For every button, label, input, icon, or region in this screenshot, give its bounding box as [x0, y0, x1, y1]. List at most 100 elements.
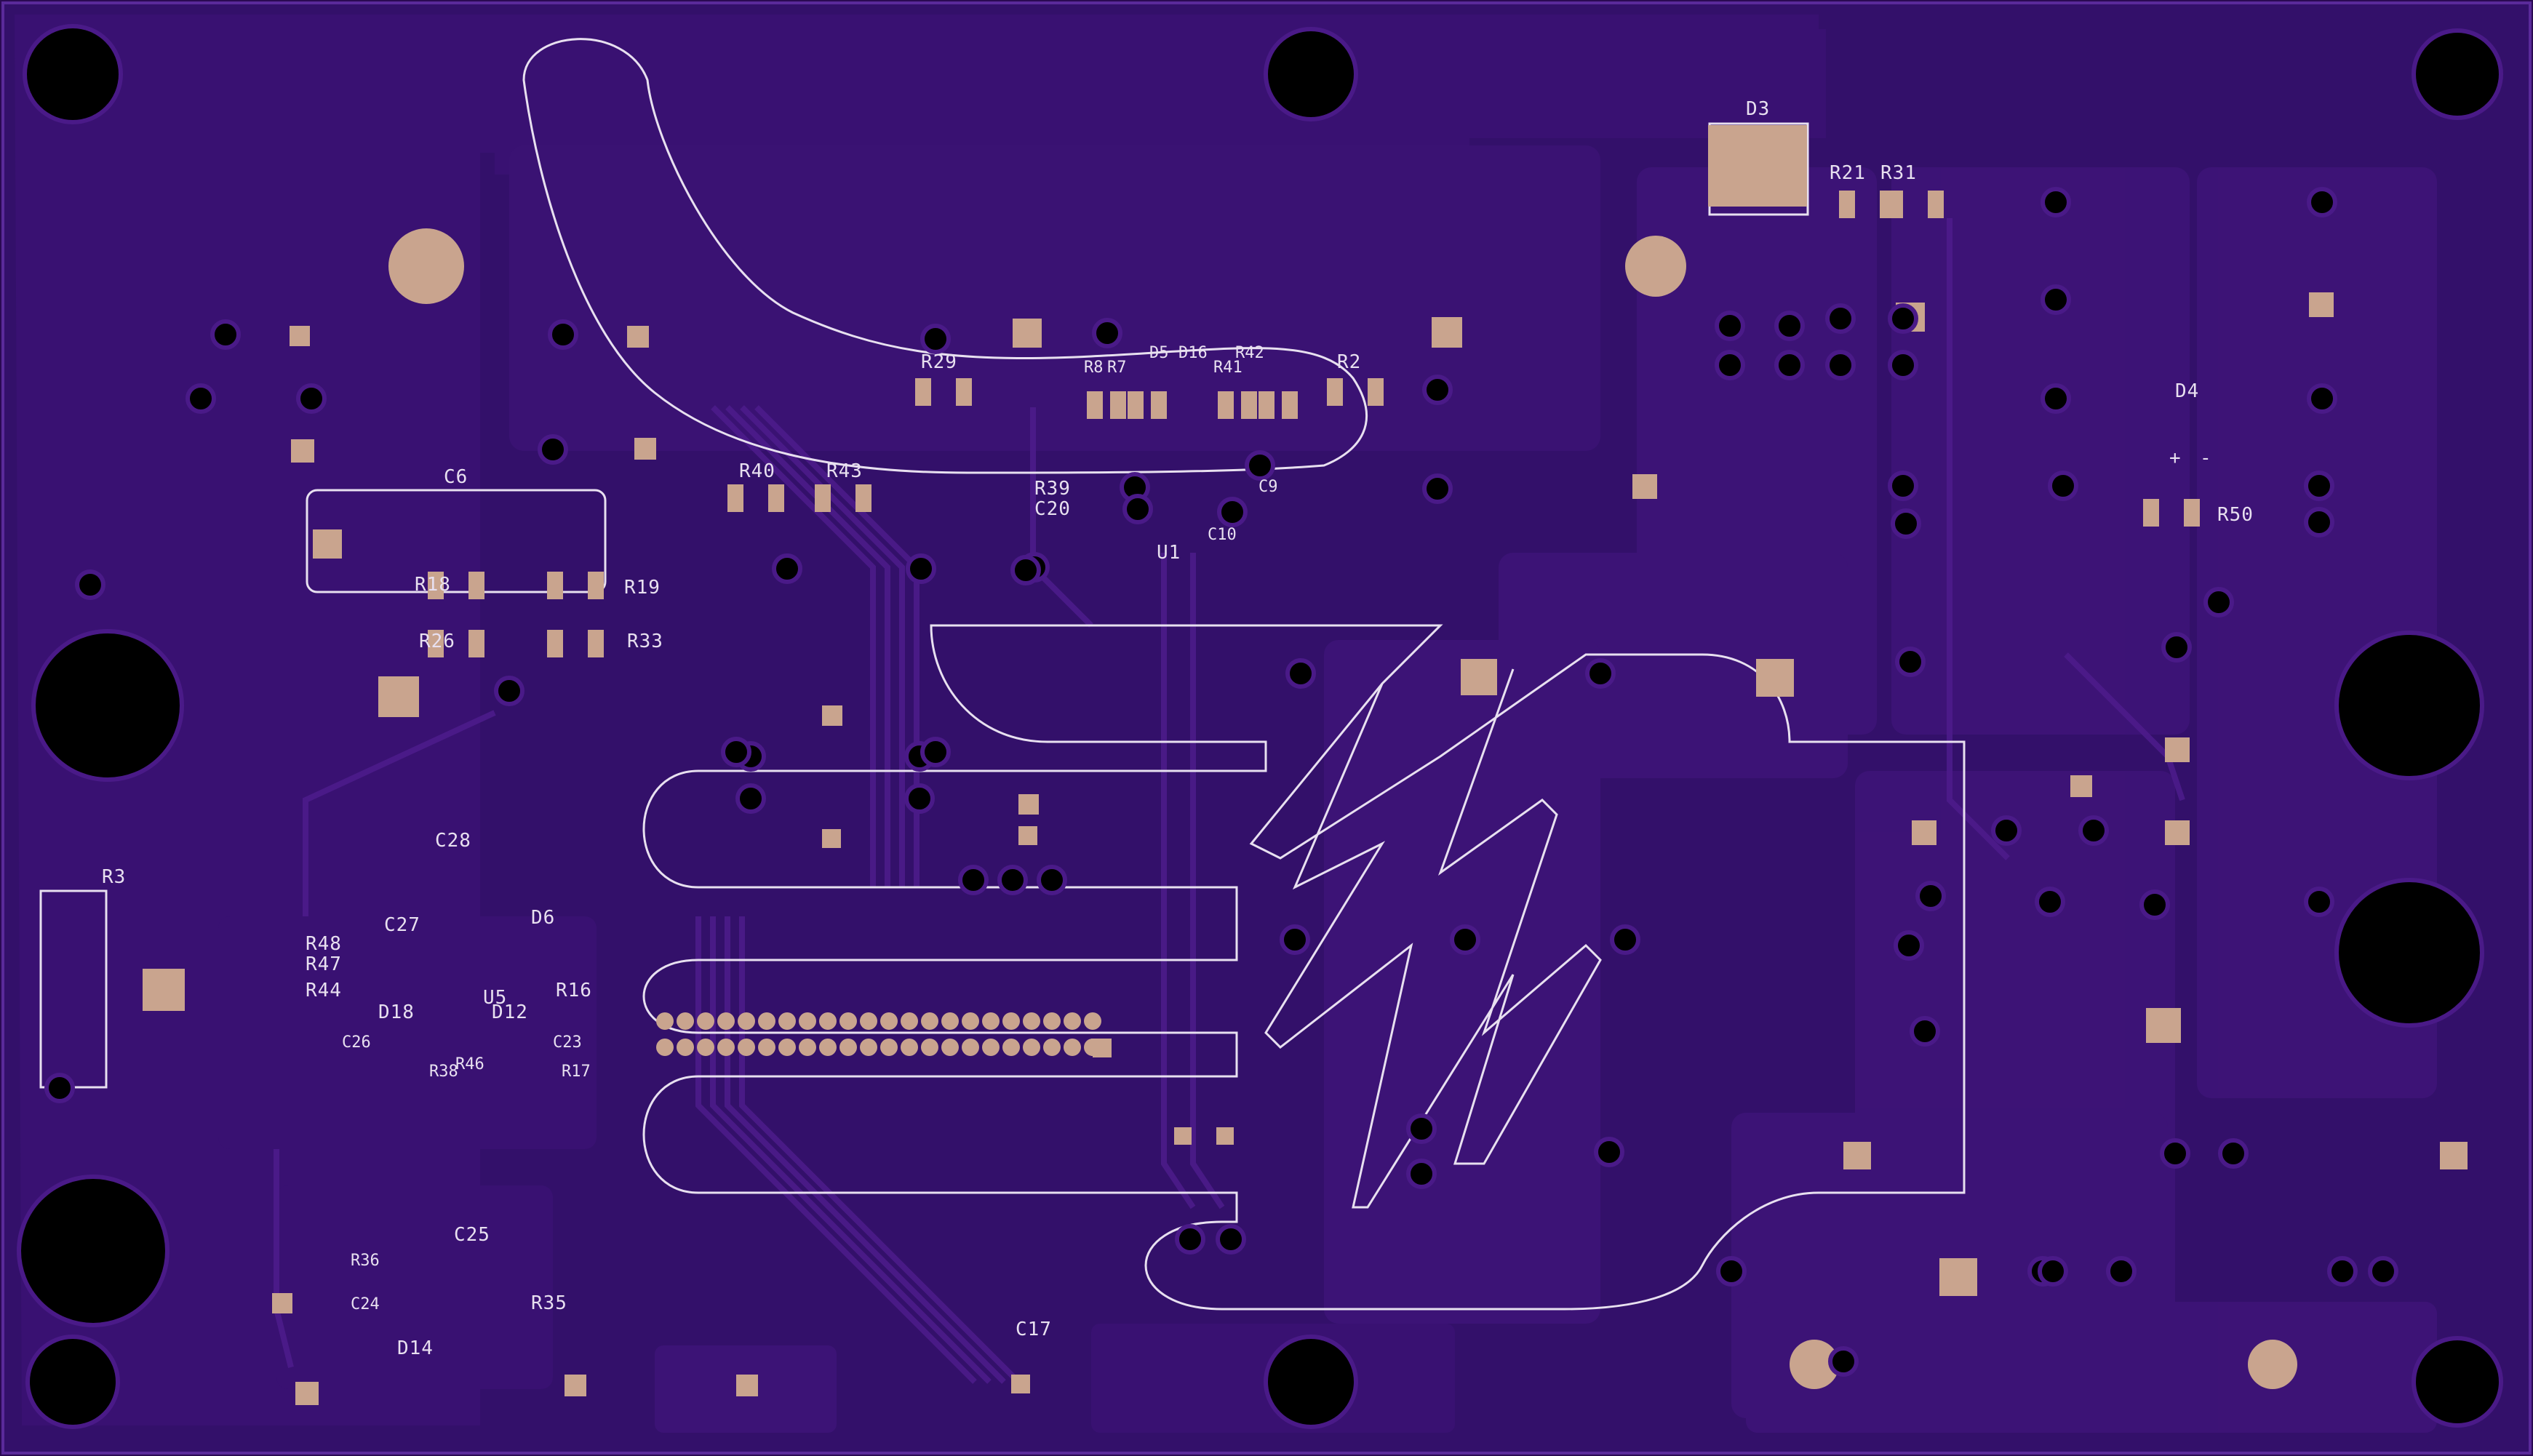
via — [997, 865, 1028, 895]
label-d4: D4 — [2175, 380, 2199, 402]
square-pad — [2146, 1008, 2181, 1043]
square-pad — [634, 438, 656, 460]
header-pin — [839, 1012, 857, 1030]
header-pin — [941, 1039, 959, 1056]
label-r3: R3 — [102, 866, 126, 888]
via — [958, 865, 989, 895]
label-u1: U1 — [1157, 542, 1181, 564]
label-r35: R35 — [531, 1292, 567, 1314]
label-r38: R38 — [429, 1063, 458, 1081]
label-c28: C28 — [435, 830, 471, 852]
silkscreen-art — [522, 38, 1966, 1311]
mounting-hole — [17, 1175, 169, 1327]
smd-pad — [1282, 391, 1298, 419]
via — [2161, 632, 2192, 663]
label-c26: C26 — [342, 1033, 371, 1052]
via — [1406, 1159, 1437, 1189]
via — [1610, 924, 1640, 955]
header-pin — [717, 1012, 735, 1030]
via — [920, 324, 951, 354]
via — [1915, 881, 1946, 911]
smd-pad — [1218, 391, 1234, 419]
via — [1450, 924, 1480, 955]
square-pad — [295, 1382, 319, 1405]
via — [210, 319, 241, 350]
label-r18: R18 — [415, 574, 451, 596]
label-r21: R21 — [1830, 162, 1866, 184]
header-pin — [941, 1012, 959, 1030]
square-pad — [1461, 659, 1497, 695]
via — [1406, 1113, 1437, 1144]
via — [1895, 647, 1926, 677]
via — [2139, 889, 2170, 920]
via — [1888, 350, 1918, 380]
label-r19: R19 — [624, 577, 661, 599]
square-pad — [1912, 820, 1936, 845]
square-pad — [378, 676, 419, 717]
mounting-hole — [2334, 878, 2484, 1028]
square-pad — [2165, 820, 2190, 845]
label-r26: R26 — [419, 631, 455, 652]
header-pin — [901, 1012, 918, 1030]
via — [44, 1073, 75, 1103]
header-pin — [880, 1012, 898, 1030]
via — [1715, 350, 1745, 380]
header-pin — [758, 1012, 775, 1030]
square-pad — [1013, 319, 1042, 348]
via — [2160, 1138, 2190, 1169]
round-pad — [388, 228, 464, 304]
copper-traces — [274, 218, 2185, 1384]
via — [538, 434, 568, 465]
header-pin — [1064, 1039, 1081, 1056]
label-c25: C25 — [454, 1224, 490, 1246]
via — [2078, 815, 2109, 846]
mounting-hole — [2412, 28, 2503, 120]
via — [1774, 311, 1805, 341]
via — [1245, 450, 1275, 481]
square-pad — [1843, 1142, 1871, 1169]
label-r50: R50 — [2217, 504, 2254, 526]
label-r47: R47 — [306, 953, 342, 975]
via — [1285, 658, 1316, 689]
via — [772, 553, 802, 584]
mounting-hole — [2334, 631, 2484, 780]
via — [2304, 507, 2334, 537]
header-pin — [778, 1012, 796, 1030]
component-pads — [143, 125, 2468, 1405]
via — [1594, 1137, 1624, 1167]
smd-pad — [428, 630, 444, 657]
square-pad — [1432, 317, 1462, 348]
label-r39: R39 — [1034, 478, 1071, 500]
square-pad — [2309, 292, 2334, 317]
label-r41: R41 — [1213, 359, 1242, 377]
via — [75, 569, 105, 600]
square-pad — [822, 829, 841, 848]
smd-pad — [855, 484, 871, 512]
label-d3: D3 — [1746, 98, 1770, 120]
label-r33: R33 — [627, 631, 663, 652]
copper-pours — [15, 15, 2437, 1433]
square-pad — [1216, 1127, 1234, 1145]
label-c23: C23 — [553, 1033, 582, 1052]
label-c6: C6 — [444, 466, 468, 488]
smd-pad — [1128, 391, 1144, 419]
square-pad — [1174, 1127, 1192, 1145]
header-pin — [656, 1012, 674, 1030]
via — [2041, 284, 2071, 315]
square-pad — [1018, 794, 1039, 815]
via — [1037, 865, 1067, 895]
via — [1774, 350, 1805, 380]
square-pad — [313, 529, 342, 559]
label-c27: C27 — [384, 914, 420, 936]
via — [920, 737, 951, 767]
square-pad — [627, 326, 649, 348]
square-pad — [1011, 1375, 1030, 1393]
smd-pad — [468, 630, 484, 657]
label-d18: D18 — [378, 1001, 415, 1023]
label-r8: R8 — [1084, 359, 1104, 377]
round-pad — [2248, 1340, 2297, 1389]
via — [2048, 471, 2078, 501]
label-r48: R48 — [306, 933, 342, 955]
square-pad — [736, 1375, 758, 1396]
